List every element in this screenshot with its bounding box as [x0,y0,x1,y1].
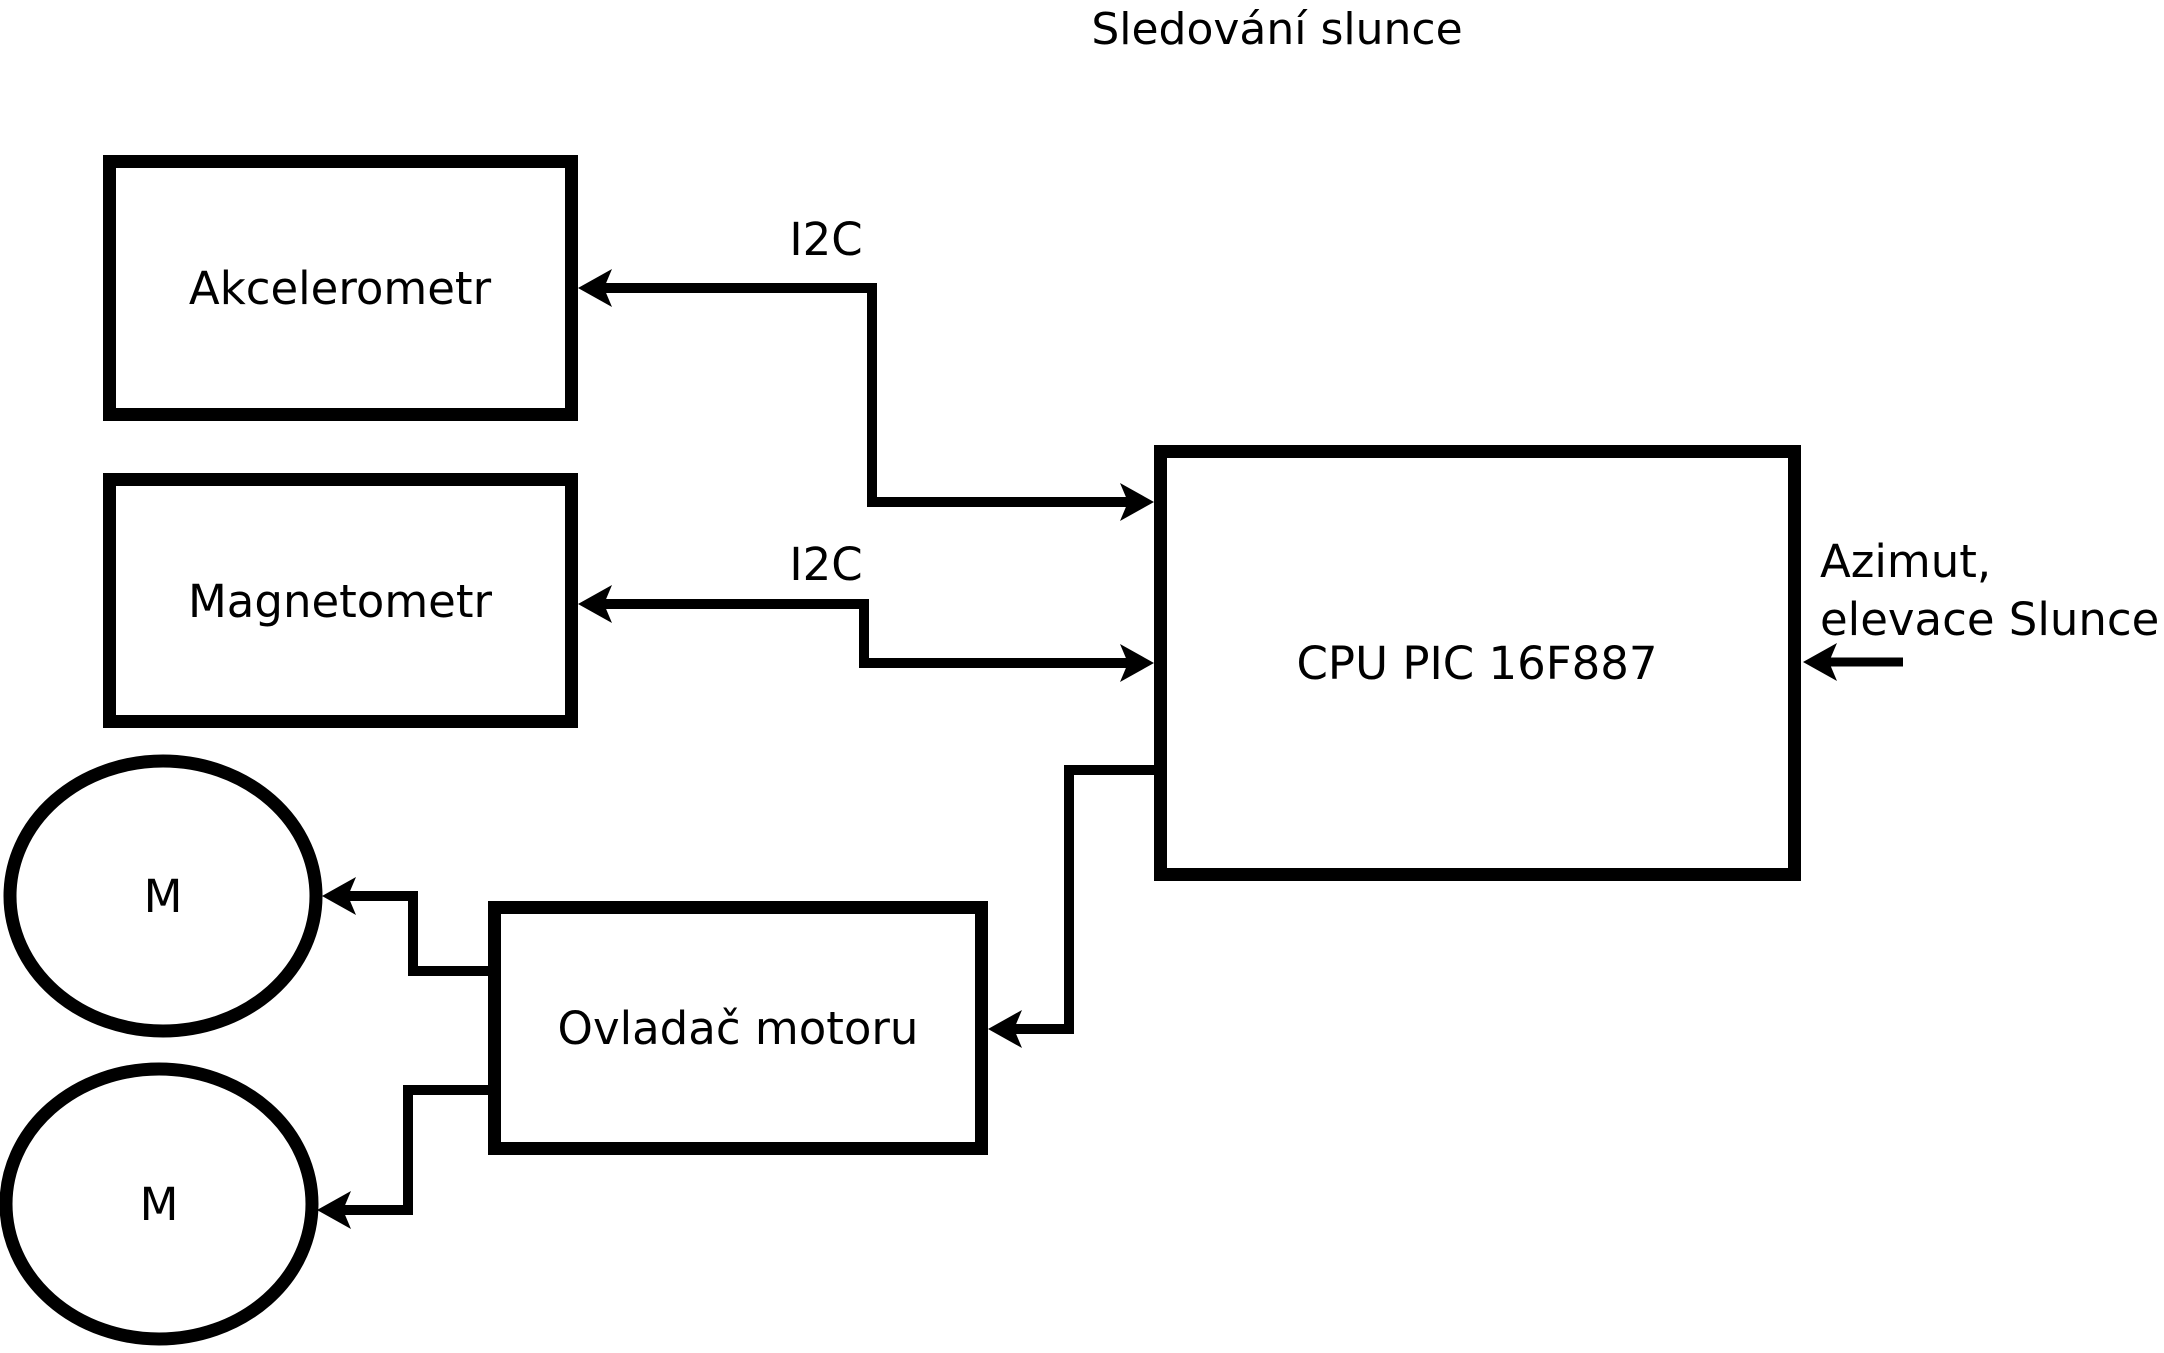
magnetometr-box [103,473,578,728]
arrowhead-into-magnetometr [578,585,612,623]
akcelerometr-node: Akcelerometr [103,155,578,421]
diagram-title: Sledování slunce [1091,4,1462,55]
i2c-bus-akcelerometr-line [604,283,1128,507]
arrowhead-into-motor-controller [988,1010,1022,1048]
akcelerometr-label: Akcelerometr [189,262,492,315]
cpu-to-motor-controller-line [1014,765,1154,1034]
motor-bottom-node: M [0,1062,319,1346]
magnetometr-label: Magnetometr [188,575,493,628]
arrowhead-into-cpu-mid [1120,644,1154,682]
motor-controller-node: Ovladač motoru [488,901,988,1155]
akcelerometr-box [103,155,578,421]
motor-controller-to-motor-top-connector [322,877,488,976]
arrowhead-into-cpu-top [1120,483,1154,521]
i2c-label-akcelerometr: I2C [789,213,862,266]
motor-controller-to-motor-bottom-line [343,1085,488,1215]
cpu-label: CPU PIC 16F887 [1297,637,1658,690]
motor-controller-box [488,901,988,1155]
i2c-bus-magnetometr-line [604,599,1128,668]
motor-top-node: M [3,754,323,1038]
magnetometr-node: Magnetometr [103,473,578,728]
arrowhead-into-cpu-right [1803,643,1837,681]
motor-controller-label: Ovladač motoru [558,1002,919,1055]
azimut-label-line1: Azimut, [1820,535,1991,588]
cpu-box [1154,445,1801,881]
motor-controller-to-motor-top-line [348,891,488,976]
motor-top-label: M [144,870,183,923]
cpu-to-motor-controller-connector [988,765,1154,1048]
azimut-label-line2: elevace Slunce [1820,593,2159,646]
motor-bottom-circle [0,1062,319,1346]
arrowhead-into-motor-bottom [317,1191,351,1229]
arrowhead-into-akcelerometr [578,269,612,307]
cpu-node: CPU PIC 16F887 [1154,445,1801,881]
motor-top-circle [3,754,323,1038]
azimut-elevace-input-connector: Azimut, elevace Slunce [1803,535,2159,681]
motor-controller-to-motor-bottom-connector [317,1085,488,1229]
i2c-bus-magnetometr-connector: I2C [578,538,1154,682]
arrowhead-into-motor-top [322,877,356,915]
i2c-bus-akcelerometr-connector: I2C [578,213,1154,521]
i2c-label-magnetometr: I2C [789,538,862,591]
motor-bottom-label: M [140,1178,179,1231]
